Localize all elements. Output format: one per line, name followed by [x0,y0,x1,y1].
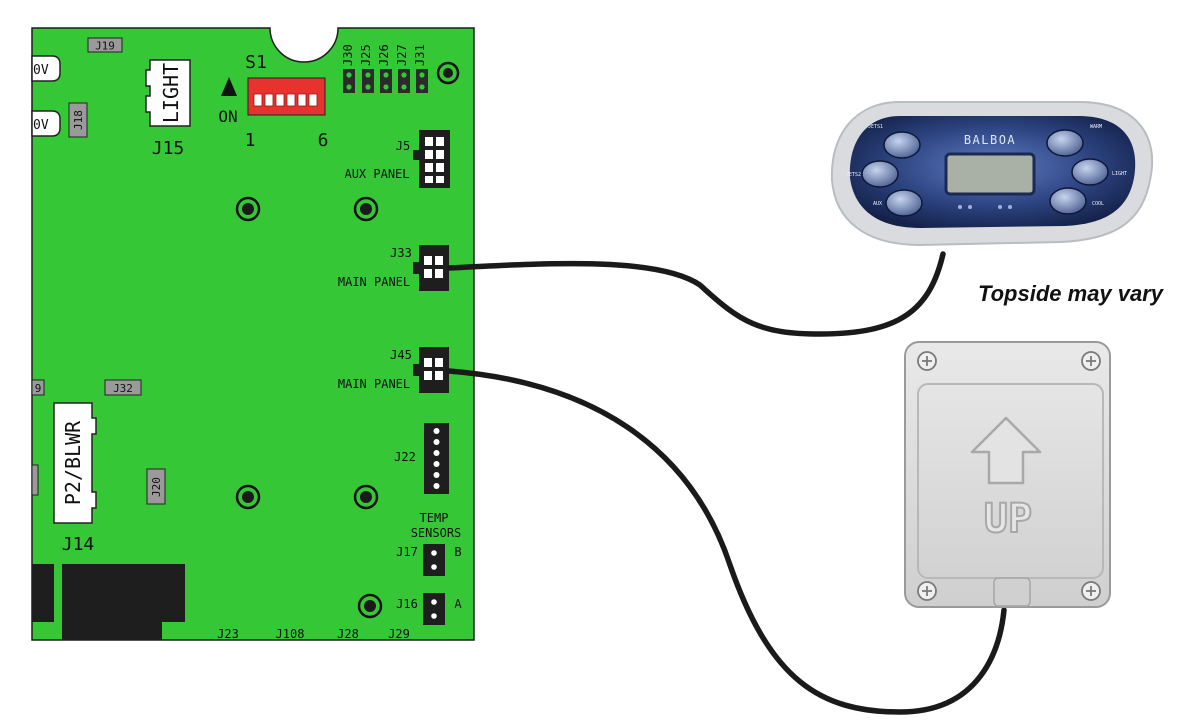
dip-1-label: 1 [245,130,256,151]
button-light-label: LIGHT [1112,171,1127,177]
button-aux [885,189,923,217]
j20-label: J20 [150,477,163,497]
j9-label: 9 [35,382,42,395]
relay-block-main [62,564,185,640]
s1-label: S1 [245,52,267,73]
j25-label: J25 [359,44,373,66]
topside-lcd [944,152,1036,196]
main-panel-1-label: MAIN PANEL [338,275,410,289]
j16-label: J16 [396,597,418,611]
aux-panel-pins [425,137,444,183]
j33-connector [419,245,449,291]
up-arrow-icon [970,416,1042,485]
j27-label: J27 [395,44,409,66]
j17-label: J17 [396,545,418,559]
button-cool [1049,187,1087,215]
j22-label: J22 [394,450,416,464]
j15-label: J15 [152,138,185,159]
j16-connector [423,593,445,625]
voltage-pill-top [31,55,61,82]
j45-label: J45 [390,348,412,362]
on-arrow-icon [221,77,237,96]
j14-label: J14 [62,534,95,555]
j45-connector [419,347,449,393]
up-device-cable-gland [993,577,1031,607]
j22-connector [424,423,449,494]
cable-j45-to-up-device [446,368,1007,715]
topside-panel: BALBOA JETS1 JETS2 AUX WARM LIGHT COOL [830,101,1154,247]
circuit-board: J19 0V 0V J18 LIGHT J15 S1 ON 1 6 J30 [31,27,475,641]
j19-label: J19 [95,40,115,53]
j17-connector [423,544,445,576]
j31-label: J31 [413,44,427,66]
j23-label: J23 [217,627,239,641]
topside-may-vary-note: Topside may vary [978,281,1164,306]
j29-label: J29 [388,627,410,641]
voltage-pill-mid [31,110,61,137]
dip-switch-toggles [253,93,318,107]
up-label: UP [984,496,1032,542]
side-cut-tag [31,464,39,496]
relay-block-left [32,564,54,622]
button-jets1 [883,131,921,159]
light-connector [145,59,191,127]
button-cool-label: COOL [1092,201,1104,207]
aux-panel-connector [419,130,450,188]
button-aux-label: AUX [873,201,882,207]
topside-brand: BALBOA [964,133,1016,147]
jumper-pins [343,69,428,93]
j18-label: J18 [72,110,85,130]
aux-panel-label: AUX PANEL [344,167,409,181]
button-jets2 [861,160,899,188]
up-device: UP [904,341,1111,608]
button-jets2-label: JETS2 [846,172,861,178]
j5-label: J5 [396,139,410,153]
j30-label: J30 [341,44,355,66]
j32-tag [104,379,142,396]
j19-tag [87,37,123,53]
jumper-labels: J30 J25 J26 J27 J31 [341,44,427,66]
p2-blwr-connector [53,402,97,524]
screw-icons [917,351,1101,601]
topside-button-labels: JETS1 JETS2 AUX WARM LIGHT COOL [846,124,1127,207]
main-panel-2-label: MAIN PANEL [338,377,410,391]
a-label: A [454,597,462,611]
sensors-label: SENSORS [411,526,462,540]
cable-j33-to-topside [446,251,946,337]
j108-label: J108 [276,627,305,641]
voltage-mid-label: 0V [33,118,49,133]
j20-tag [146,468,166,505]
j28-label: J28 [337,627,359,641]
b-label: B [454,545,461,559]
j32-label: J32 [113,382,133,395]
board-mount-holes [235,196,383,619]
temp-label: TEMP [420,511,449,525]
topside-buttons [861,129,1109,217]
dip-6-label: 6 [318,130,329,151]
voltage-top-label: 0V [33,63,49,78]
j18-tag [68,102,88,138]
button-warm-label: WARM [1090,124,1102,130]
topside-indicator-dots [958,205,1012,209]
on-label: ON [218,107,237,126]
button-jets1-label: JETS1 [868,124,883,130]
light-label: LIGHT [159,63,183,123]
j33-label: J33 [390,246,412,260]
button-light [1071,158,1109,186]
p2-blwr-label: P2/BLWR [61,420,85,505]
j26-label: J26 [377,44,391,66]
j9-tag [31,379,45,396]
button-warm [1046,129,1084,157]
